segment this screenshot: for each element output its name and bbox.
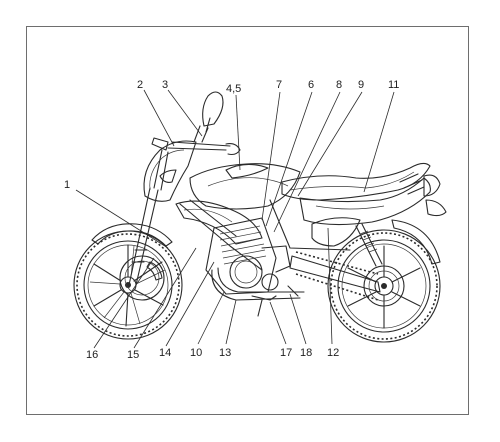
callout-11: 11 [388, 79, 399, 91]
seat [281, 162, 431, 201]
callout-2: 2 [137, 79, 143, 91]
handlebar [151, 125, 241, 156]
swingarm [289, 255, 381, 293]
headlight-cowl [143, 140, 197, 202]
rear-view-mirror [202, 91, 224, 133]
front-fender [91, 223, 173, 247]
callout-18: 18 [300, 347, 312, 359]
rear-fender [391, 219, 441, 265]
leader-lines [75, 89, 395, 349]
callout-10: 10 [190, 347, 202, 359]
tail-light [423, 174, 447, 217]
exhaust-pipe [211, 267, 301, 301]
callout-16: 16 [86, 349, 98, 361]
callout-13: 13 [219, 347, 231, 359]
rear-sprocket [363, 265, 405, 307]
callout-15: 15 [127, 349, 139, 361]
callout-1: 1 [64, 179, 70, 191]
footrest [251, 285, 305, 301]
callout-4-5: 4,5 [226, 83, 241, 95]
callout-12: 12 [327, 347, 339, 359]
callout-labels: 1 2 3 4,5 7 6 8 9 11 16 15 14 10 13 17 1… [64, 79, 399, 361]
tail-section [299, 173, 431, 226]
callout-17: 17 [280, 347, 292, 359]
callout-7: 7 [276, 79, 282, 91]
callout-3: 3 [162, 79, 168, 91]
callout-14: 14 [159, 347, 171, 359]
front-wheel [73, 230, 183, 340]
drive-chain [295, 251, 379, 301]
callout-6: 6 [308, 79, 314, 91]
side-cover [311, 217, 361, 247]
front-fork [128, 149, 169, 286]
rear-wheel [327, 229, 441, 343]
side-stand [257, 299, 263, 317]
callout-9: 9 [358, 79, 364, 91]
side-shroud [175, 200, 263, 245]
callout-8: 8 [336, 79, 342, 91]
rear-shock [355, 223, 383, 267]
